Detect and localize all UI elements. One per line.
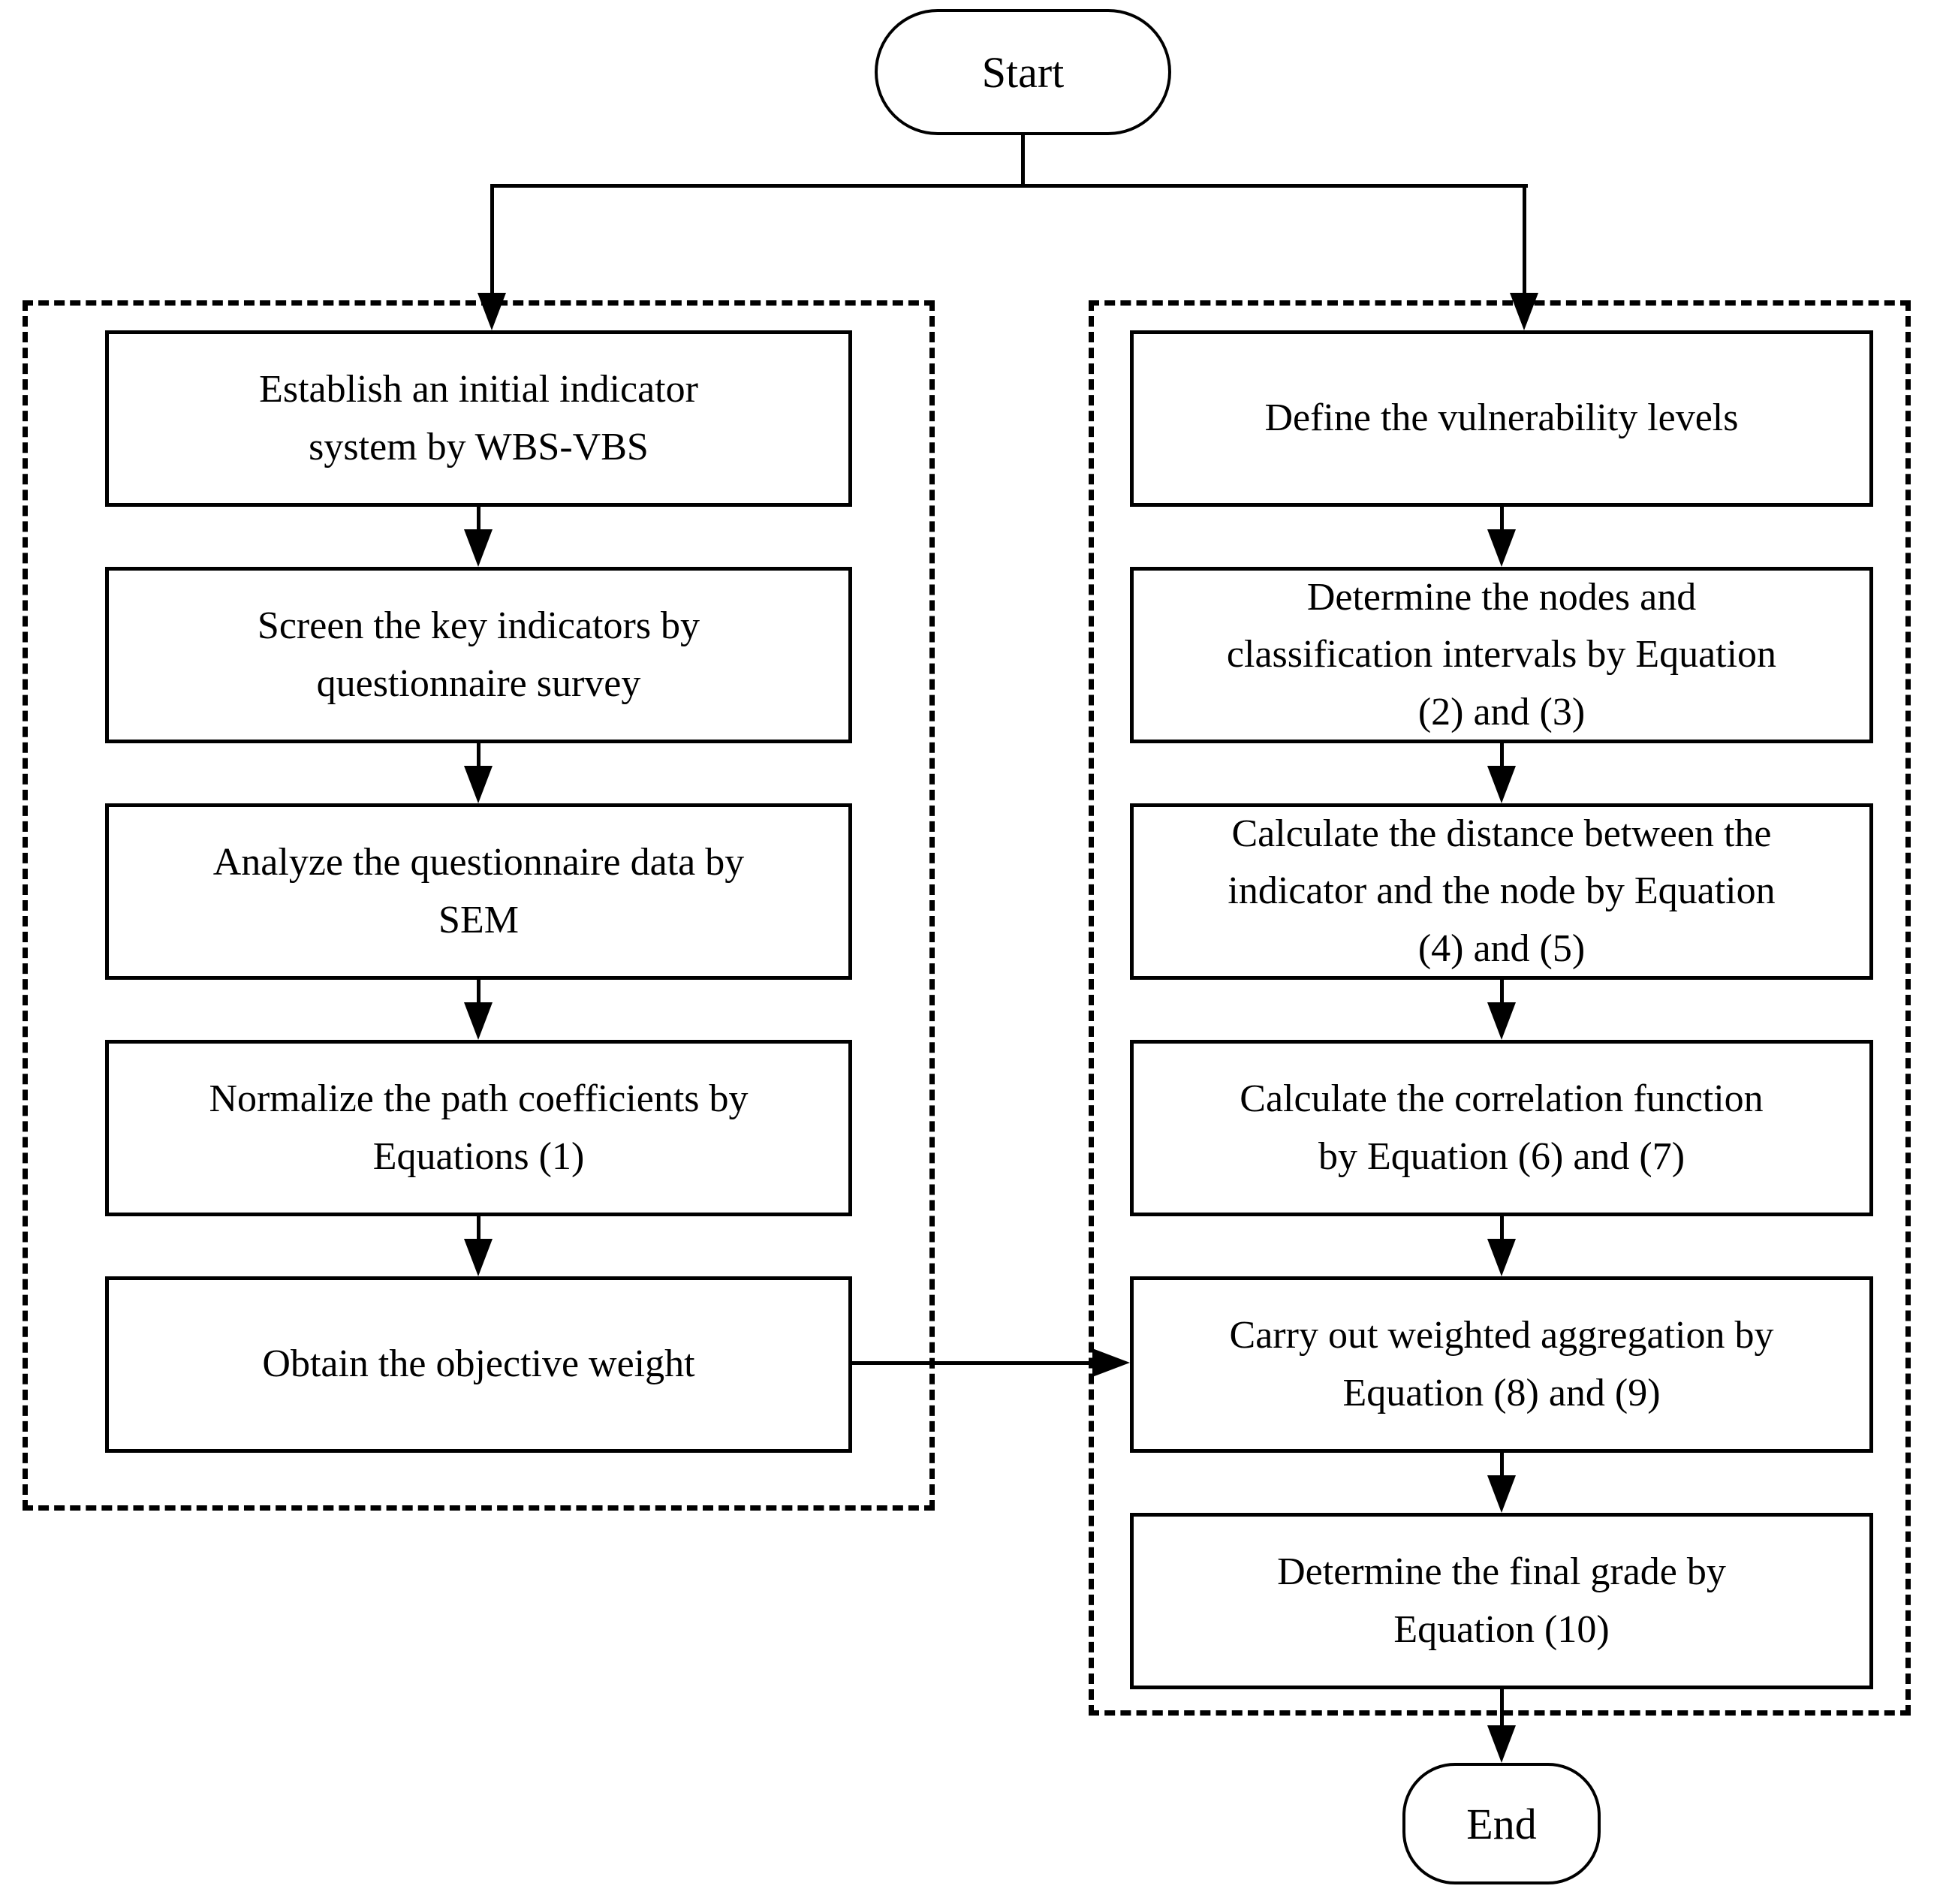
connector-right-5-6 xyxy=(1500,1453,1504,1481)
text-line: Carry out weighted aggregation by xyxy=(1229,1314,1774,1357)
text-line: questionnaire survey xyxy=(316,661,641,705)
arrowhead-into-end xyxy=(1487,1725,1516,1763)
text-line: Analyze the questionnaire data by xyxy=(212,841,745,884)
connector-start-vertical xyxy=(1021,134,1025,186)
box-calculate-correlation-function: Calculate the correlation function by Eq… xyxy=(1130,1040,1873,1216)
text-line: Screen the key indicators by xyxy=(257,604,700,648)
text-line: SEM xyxy=(438,898,519,941)
arrowhead-into-right-group xyxy=(1510,293,1538,330)
text-line: Define the vulnerability levels xyxy=(1264,396,1739,440)
box-establish-indicator-system: Establish an initial indicator system by… xyxy=(105,330,852,507)
connector-right-1-2 xyxy=(1500,507,1504,535)
connector-right-3-4 xyxy=(1500,980,1504,1008)
end-label: End xyxy=(1466,1799,1537,1848)
box-calculate-distance: Calculate the distance between the indic… xyxy=(1130,803,1873,980)
connector-left-2-3 xyxy=(477,743,480,772)
arrowhead-right-3-4 xyxy=(1487,1002,1516,1040)
connector-left-4-5 xyxy=(477,1216,480,1245)
text-line: system by WBS-VBS xyxy=(309,425,649,468)
box-determine-final-grade: Determine the final grade by Equation (1… xyxy=(1130,1513,1873,1689)
start-label: Start xyxy=(981,47,1065,97)
box-obtain-objective-weight: Obtain the objective weight xyxy=(105,1276,852,1453)
text-line: Equations (1) xyxy=(372,1134,585,1178)
text-line: Equation (10) xyxy=(1393,1607,1610,1651)
text-line: indicator and the node by Equation xyxy=(1228,869,1776,913)
connector-to-end xyxy=(1500,1689,1504,1727)
arrowhead-left-2-3 xyxy=(464,766,493,803)
connector-right-2-3 xyxy=(1500,743,1504,772)
arrowhead-right-4-5 xyxy=(1487,1239,1516,1276)
arrowhead-left-1-2 xyxy=(464,529,493,567)
end-node: End xyxy=(1402,1763,1601,1884)
box-normalize-path-coefficients: Normalize the path coefficients by Equat… xyxy=(105,1040,852,1216)
arrowhead-left-3-4 xyxy=(464,1002,493,1040)
text-line: Determine the nodes and xyxy=(1306,575,1697,619)
text-line: classification intervals by Equation xyxy=(1226,633,1777,676)
right-dashed-group xyxy=(1089,300,1911,1716)
text-line: (4) and (5) xyxy=(1417,926,1586,970)
arrowhead-left-4-5 xyxy=(464,1239,493,1276)
start-node: Start xyxy=(875,9,1171,135)
box-weighted-aggregation: Carry out weighted aggregation by Equati… xyxy=(1130,1276,1873,1453)
connector-left-1-2 xyxy=(477,507,480,535)
arrowhead-weight-to-aggregation xyxy=(1092,1348,1130,1377)
text-line: (2) and (3) xyxy=(1417,690,1586,734)
arrowhead-into-left-group xyxy=(477,293,506,330)
text-line: Obtain the objective weight xyxy=(262,1342,695,1386)
box-screen-key-indicators: Screen the key indicators by questionnai… xyxy=(105,567,852,743)
text-line: Normalize the path coefficients by xyxy=(209,1077,749,1121)
text-line: Equation (8) and (9) xyxy=(1342,1371,1661,1414)
arrowhead-right-1-2 xyxy=(1487,529,1516,567)
box-analyze-questionnaire-sem: Analyze the questionnaire data by SEM xyxy=(105,803,852,980)
connector-branch-left-vertical xyxy=(490,184,494,294)
box-define-vulnerability-levels: Define the vulnerability levels xyxy=(1130,330,1873,507)
connector-weight-to-aggregation xyxy=(852,1361,1095,1365)
text-line: by Equation (6) and (7) xyxy=(1318,1134,1685,1178)
arrowhead-right-5-6 xyxy=(1487,1475,1516,1513)
connector-left-3-4 xyxy=(477,980,480,1008)
connector-branch-horizontal xyxy=(490,184,1528,188)
connector-right-4-5 xyxy=(1500,1216,1504,1245)
text-line: Calculate the correlation function xyxy=(1240,1077,1764,1121)
arrowhead-right-2-3 xyxy=(1487,766,1516,803)
text-line: Establish an initial indicator xyxy=(259,368,698,411)
box-determine-nodes-intervals: Determine the nodes and classification i… xyxy=(1130,567,1873,743)
connector-branch-right-vertical xyxy=(1523,184,1526,294)
text-line: Determine the final grade by xyxy=(1277,1550,1726,1594)
text-line: Calculate the distance between the xyxy=(1231,812,1772,855)
